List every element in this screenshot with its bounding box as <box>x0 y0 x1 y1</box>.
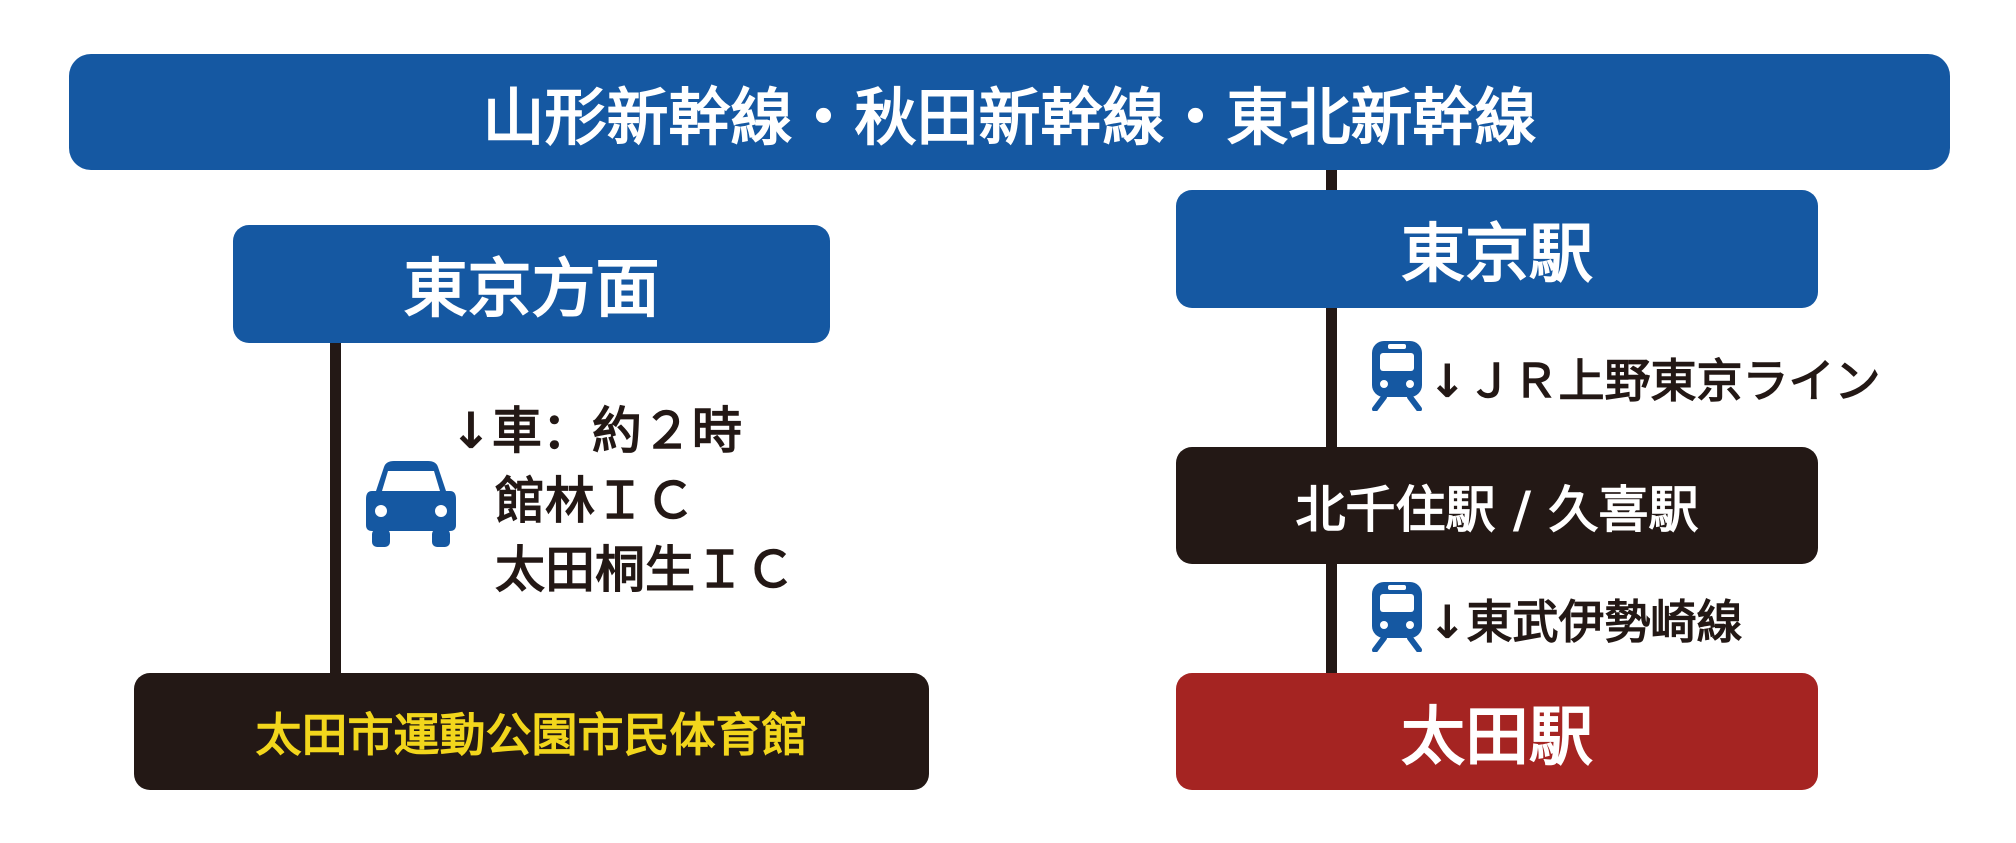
venue-box: 太田市運動公園市民体育館 <box>134 673 929 790</box>
car-icon <box>366 461 456 547</box>
car-route-line-3: 太田桐生ＩＣ <box>495 541 795 599</box>
left-route-line <box>330 338 341 673</box>
header-banner: 山形新幹線・秋田新幹線・東北新幹線 <box>69 54 1950 170</box>
venue-label: 太田市運動公園市民体育館 <box>255 707 808 762</box>
train-icon <box>1372 582 1422 652</box>
transfer-station-box: 北千住駅 / 久喜駅 <box>1176 447 1818 564</box>
header-title: 山形新幹線・秋田新幹線・東北新幹線 <box>482 81 1537 154</box>
train-step-1-label: ↓ＪＲ上野東京ライン <box>1428 354 1881 408</box>
tokyo-station-box: 東京駅 <box>1176 190 1818 308</box>
ota-station-label: 太田駅 <box>1401 700 1593 775</box>
car-route-line-1: ↓車：約２時 <box>450 402 742 460</box>
train-icon <box>1372 341 1422 411</box>
transfer-station-label: 北千住駅 / 久喜駅 <box>1295 480 1699 539</box>
tokyo-direction-label: 東京方面 <box>403 253 660 327</box>
tokyo-station-label: 東京駅 <box>1401 218 1593 292</box>
train-step-2-label: ↓東武伊勢崎線 <box>1428 595 1743 649</box>
right-route-line <box>1326 165 1337 673</box>
car-route-line-2: 館林ＩＣ <box>495 472 695 530</box>
ota-station-box: 太田駅 <box>1176 673 1818 790</box>
tokyo-direction-box: 東京方面 <box>233 225 830 343</box>
